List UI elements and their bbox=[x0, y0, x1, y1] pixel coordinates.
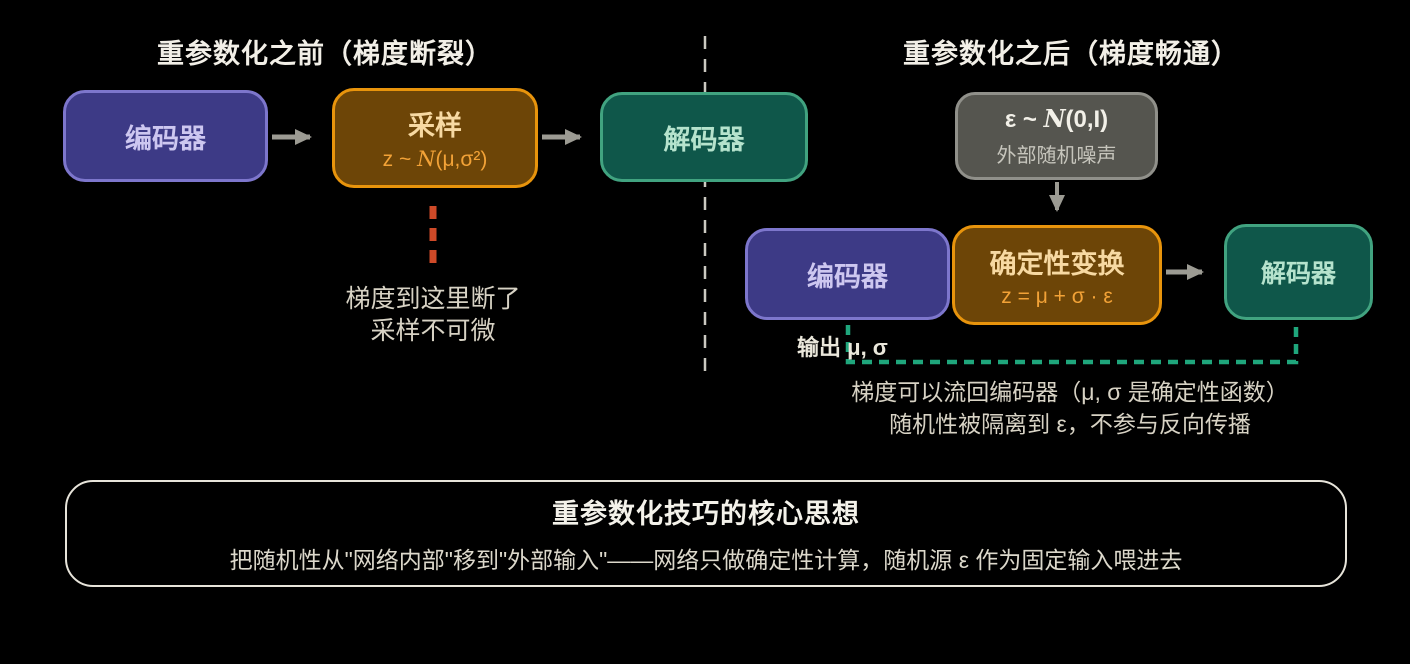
transform-title: 确定性变换 bbox=[989, 248, 1125, 279]
transform-formula: z = μ + σ · ε bbox=[1001, 284, 1113, 308]
left-encoder-label: 编码器 bbox=[125, 123, 206, 154]
encoder-output-label: 输出 μ, σ bbox=[797, 335, 888, 360]
left-encoder-box: 编码器 bbox=[63, 90, 268, 182]
noise-formula: ε ~ N(0,I) bbox=[1004, 104, 1109, 133]
left-decoder-box: 解码器 bbox=[600, 92, 808, 182]
sampler-formula: z ~ N(μ,σ²) bbox=[382, 147, 488, 171]
gradient-flow-note-line2: 随机性被隔离到 ε，不参与反向传播 bbox=[889, 411, 1251, 437]
script-n-glyph: N bbox=[417, 147, 436, 171]
noise-box: ε ~ N(0,I) 外部随机噪声 bbox=[955, 92, 1158, 180]
broken-gradient-note-line1: 梯度到这里断了 bbox=[345, 285, 521, 313]
gradient-flow-dashed-path bbox=[845, 322, 1299, 365]
noise-caption: 外部随机噪声 bbox=[996, 145, 1117, 167]
script-n-glyph: N bbox=[1043, 104, 1066, 133]
sampler-title: 采样 bbox=[408, 111, 462, 141]
core-idea-body: 把随机性从"网络内部"移到"外部输入"——网络只做确定性计算，随机源 ε 作为固… bbox=[229, 547, 1183, 573]
right-decoder-box: 解码器 bbox=[1224, 224, 1373, 320]
transform-box: 确定性变换 z = μ + σ · ε bbox=[952, 225, 1162, 325]
right-section-title: 重参数化之后（梯度畅通） bbox=[903, 39, 1239, 69]
broken-gradient-note-line2: 采样不可微 bbox=[370, 317, 496, 345]
gradient-flow-note: 梯度可以流回编码器（μ, σ 是确定性函数） 随机性被隔离到 ε，不参与反向传播 bbox=[820, 376, 1320, 440]
gradient-flow-note-line1: 梯度可以流回编码器（μ, σ 是确定性函数） bbox=[851, 379, 1289, 405]
left-section-title: 重参数化之前（梯度断裂） bbox=[157, 39, 493, 69]
core-idea-title: 重参数化技巧的核心思想 bbox=[552, 499, 860, 529]
core-idea-box: 重参数化技巧的核心思想 把随机性从"网络内部"移到"外部输入"——网络只做确定性… bbox=[65, 480, 1347, 587]
sampler-box: 采样 z ~ N(μ,σ²) bbox=[332, 88, 538, 188]
right-decoder-label: 解码器 bbox=[1260, 260, 1336, 288]
broken-gradient-note: 梯度到这里断了 采样不可微 bbox=[333, 283, 533, 347]
right-encoder-box: 编码器 bbox=[745, 228, 950, 320]
right-encoder-label: 编码器 bbox=[807, 261, 888, 292]
left-decoder-label: 解码器 bbox=[663, 124, 745, 155]
